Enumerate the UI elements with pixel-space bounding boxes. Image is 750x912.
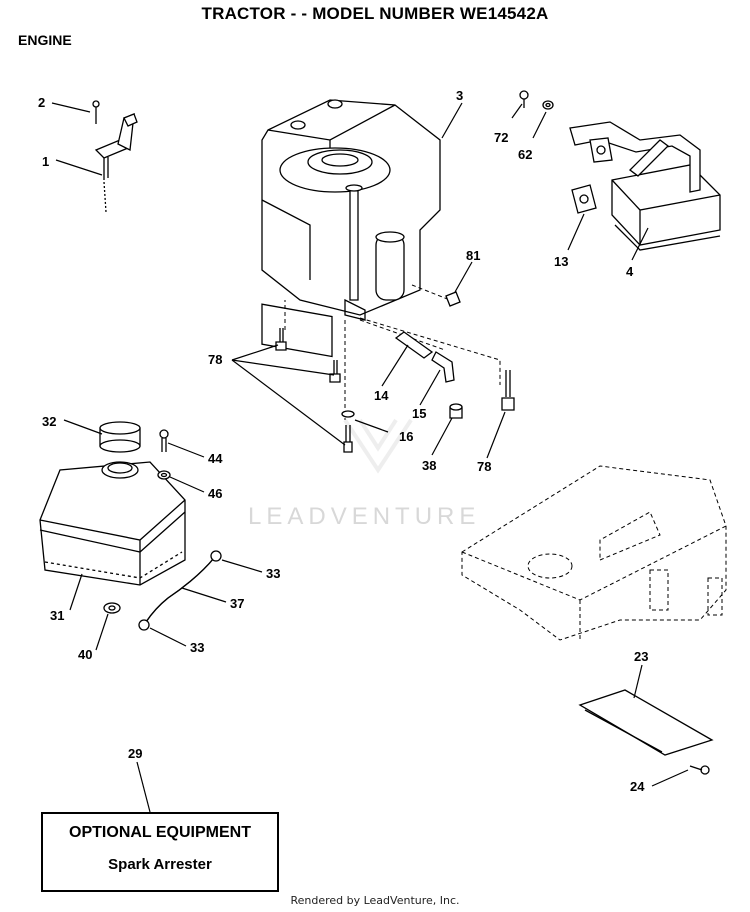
engine-part [261, 99, 441, 358]
page-title: TRACTOR - - MODEL NUMBER WE14542A [201, 4, 549, 23]
exhaust-gasket-part [571, 137, 613, 214]
leader-lines [51, 102, 689, 813]
callout-4: 4 [626, 264, 634, 279]
fuel-cap-part [99, 421, 141, 453]
callout-3: 3 [456, 88, 463, 103]
footer-credit: Rendered by LeadVenture, Inc. [290, 894, 460, 907]
exhaust-bolt-part [519, 90, 554, 110]
callout-40: 40 [78, 647, 92, 662]
callout-2: 2 [38, 95, 45, 110]
callout-29: 29 [128, 746, 142, 761]
callout-72: 72 [494, 130, 508, 145]
callout-13: 13 [554, 254, 568, 269]
callout-37: 37 [230, 596, 244, 611]
watermark-text: LEADVENTURE [248, 503, 480, 530]
callout-46: 46 [208, 486, 222, 501]
callout-16: 16 [399, 429, 413, 444]
throttle-control-part [92, 100, 138, 213]
callout-31: 31 [50, 608, 64, 623]
fuel-line-and-clamps [138, 550, 222, 631]
heat-shield-part [578, 689, 714, 775]
callout-23: 23 [634, 649, 648, 664]
callout-33-upper: 33 [266, 566, 280, 581]
optional-equipment-box: OPTIONAL EQUIPMENT Spark Arrester [41, 812, 279, 892]
section-label: ENGINE [18, 32, 72, 48]
optional-equipment-item: Spark Arrester [108, 856, 212, 873]
tractor-frame-outline [461, 465, 727, 641]
callout-14: 14 [374, 388, 389, 403]
tank-screw-and-washer-parts [103, 429, 171, 614]
fuel-tank-part [39, 461, 186, 586]
callout-62: 62 [518, 147, 532, 162]
callout-81: 81 [466, 248, 480, 263]
callout-78-left: 78 [208, 352, 222, 367]
callout-44: 44 [208, 451, 223, 466]
callout-38: 38 [422, 458, 436, 473]
optional-equipment-title: OPTIONAL EQUIPMENT [69, 824, 251, 841]
fitting-parts [275, 291, 515, 453]
callout-1: 1 [42, 154, 49, 169]
muffler-part [569, 121, 721, 251]
callout-24: 24 [630, 779, 645, 794]
callout-32: 32 [42, 414, 56, 429]
watermark-logo [343, 418, 413, 474]
callout-33-lower: 33 [190, 640, 204, 655]
callout-15: 15 [412, 406, 426, 421]
callout-78-right: 78 [477, 459, 491, 474]
